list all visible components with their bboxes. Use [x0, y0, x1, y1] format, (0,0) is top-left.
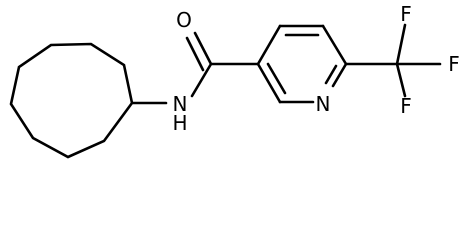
- cyclooctane-ring: [9, 42, 134, 159]
- trifluoromethyl-bonds: [395, 23, 442, 98]
- molecule-structure-diagram: O N H N F F F: [9, 2, 460, 159]
- fluorine-right-label: F: [448, 52, 460, 76]
- pyridine-nitrogen-label: N: [316, 92, 331, 116]
- oxygen-atom-label: O: [176, 8, 192, 32]
- pyridine-ring: [256, 24, 348, 104]
- carbonyl-double-bond: [185, 31, 213, 72]
- fluorine-top-label: F: [400, 2, 412, 26]
- cyclooctane-bonds: [9, 42, 134, 159]
- amide-nitrogen-label: N: [173, 92, 188, 116]
- amide-hydrogen-label: H: [172, 111, 187, 135]
- fluorine-bottom-label: F: [400, 94, 412, 118]
- bond-nh-to-carbonyl: [190, 62, 213, 98]
